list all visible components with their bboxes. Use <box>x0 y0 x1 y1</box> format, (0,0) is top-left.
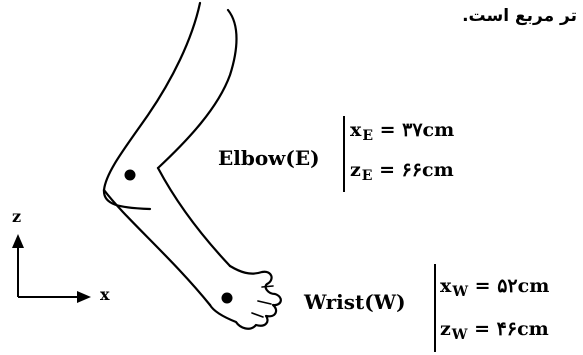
z-axis-arrowhead <box>12 234 24 248</box>
forearm-lower-edge <box>102 188 212 307</box>
wrist-point <box>221 292 233 304</box>
x-axis-arrowhead <box>77 291 91 303</box>
arm-front-edge <box>156 8 238 170</box>
forearm-upper-edge <box>156 166 232 268</box>
elbow-z-equation: zE = ۶۶cm <box>350 159 454 184</box>
elbow-label: Elbow(E) <box>218 146 320 170</box>
wrist-bracket <box>434 264 436 352</box>
x-axis-label: x <box>100 285 110 304</box>
finger-lines <box>251 285 274 318</box>
wrist-label: Wrist(W) <box>304 290 406 314</box>
arm-back-edge <box>102 1 202 211</box>
wrist-x-equation: xW = ۵۲cm <box>440 275 550 300</box>
wrist-z-equation: zW = ۴۶cm <box>440 318 549 343</box>
hand-outline <box>208 264 282 330</box>
elbow-bracket <box>343 116 345 192</box>
elbow-x-equation: xE = ۳۷cm <box>350 119 455 144</box>
caption-fragment: تر مربع است. <box>462 6 577 26</box>
elbow-point <box>124 169 136 181</box>
z-axis-label: z <box>12 207 22 226</box>
